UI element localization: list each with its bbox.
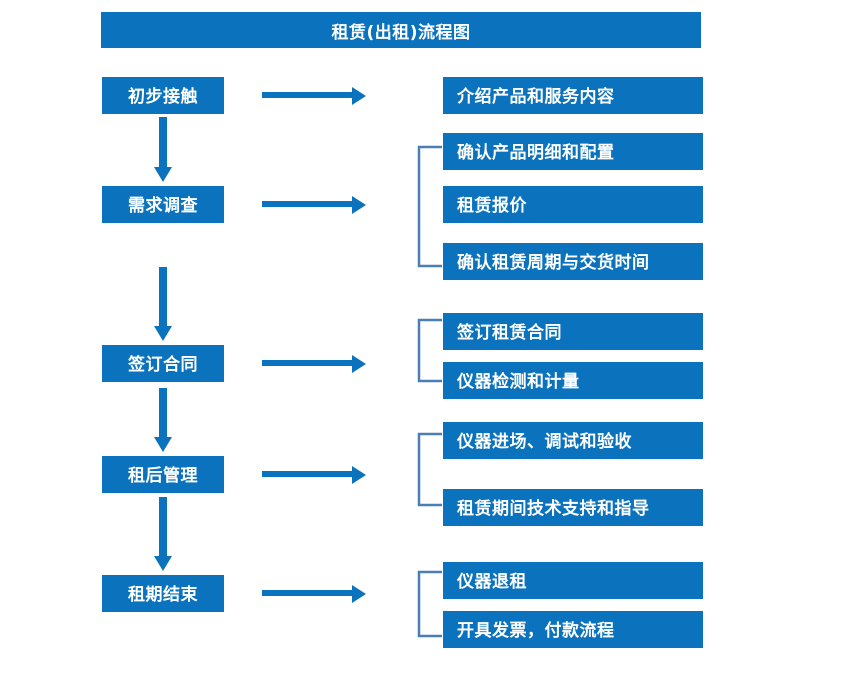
stage-box-3[interactable]: 签订合同 (102, 345, 224, 382)
arrow-right-icon-4 (262, 464, 367, 486)
arrow-down-icon-3 (152, 388, 174, 453)
detail-box-5[interactable]: 签订租赁合同 (443, 313, 703, 350)
stage-box-2[interactable]: 需求调查 (102, 186, 224, 223)
bracket-icon-1 (416, 145, 442, 268)
detail-box-3[interactable]: 租赁报价 (443, 186, 703, 223)
bracket-icon-3 (416, 432, 442, 507)
detail-box-2[interactable]: 确认产品明细和配置 (443, 133, 703, 170)
arrow-down-icon-1 (152, 117, 174, 183)
stage-box-1[interactable]: 初步接触 (102, 77, 224, 114)
detail-box-7[interactable]: 仪器进场、调试和验收 (443, 422, 703, 459)
stage-box-4[interactable]: 租后管理 (102, 456, 224, 493)
arrow-down-icon-4 (152, 497, 174, 572)
arrow-right-icon-1 (262, 85, 367, 107)
bracket-icon-4 (416, 570, 442, 638)
detail-box-6[interactable]: 仪器检测和计量 (443, 362, 703, 399)
stage-box-5[interactable]: 租期结束 (102, 575, 224, 612)
bracket-icon-2 (416, 318, 442, 383)
arrow-right-icon-2 (262, 194, 367, 216)
detail-box-9[interactable]: 仪器退租 (443, 562, 703, 599)
arrow-right-icon-5 (262, 583, 367, 605)
detail-box-4[interactable]: 确认租赁周期与交货时间 (443, 243, 703, 280)
arrow-down-icon-2 (152, 267, 174, 342)
arrow-right-icon-3 (262, 353, 367, 375)
detail-box-8[interactable]: 租赁期间技术支持和指导 (443, 489, 703, 526)
detail-box-10[interactable]: 开具发票，付款流程 (443, 611, 703, 648)
page-title: 租赁(出租)流程图 (101, 12, 701, 48)
detail-box-1[interactable]: 介绍产品和服务内容 (443, 77, 703, 114)
